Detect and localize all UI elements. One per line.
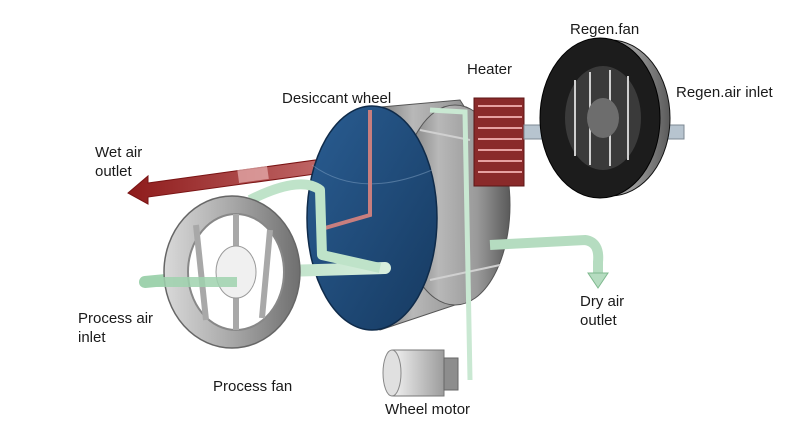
label-process-air-inlet-2: inlet bbox=[78, 329, 106, 346]
label-dry-air-outlet-1: Dry air bbox=[580, 293, 624, 310]
label-desiccant-wheel: Desiccant wheel bbox=[282, 90, 391, 107]
label-dry-air-outlet-2: outlet bbox=[580, 312, 618, 329]
regen-sector-outline bbox=[324, 110, 372, 230]
label-regen-fan: Regen.fan bbox=[570, 21, 639, 38]
label-heater: Heater bbox=[467, 61, 512, 78]
label-regen-air-inlet: Regen.air inlet bbox=[676, 84, 774, 101]
wet-air-outlet-arrow bbox=[127, 157, 331, 205]
heater bbox=[473, 97, 525, 187]
label-wet-air-outlet-1: Wet air bbox=[95, 144, 142, 161]
regen-fan bbox=[539, 37, 671, 199]
label-process-fan: Process fan bbox=[213, 378, 292, 395]
process-fan bbox=[145, 195, 301, 349]
dry-air-outlet-arrow bbox=[489, 234, 609, 289]
label-process-air-inlet-1: Process air bbox=[78, 310, 153, 327]
wheel-motor bbox=[382, 349, 459, 397]
label-wet-air-outlet-2: outlet bbox=[95, 163, 133, 180]
label-wheel-motor: Wheel motor bbox=[385, 401, 470, 418]
